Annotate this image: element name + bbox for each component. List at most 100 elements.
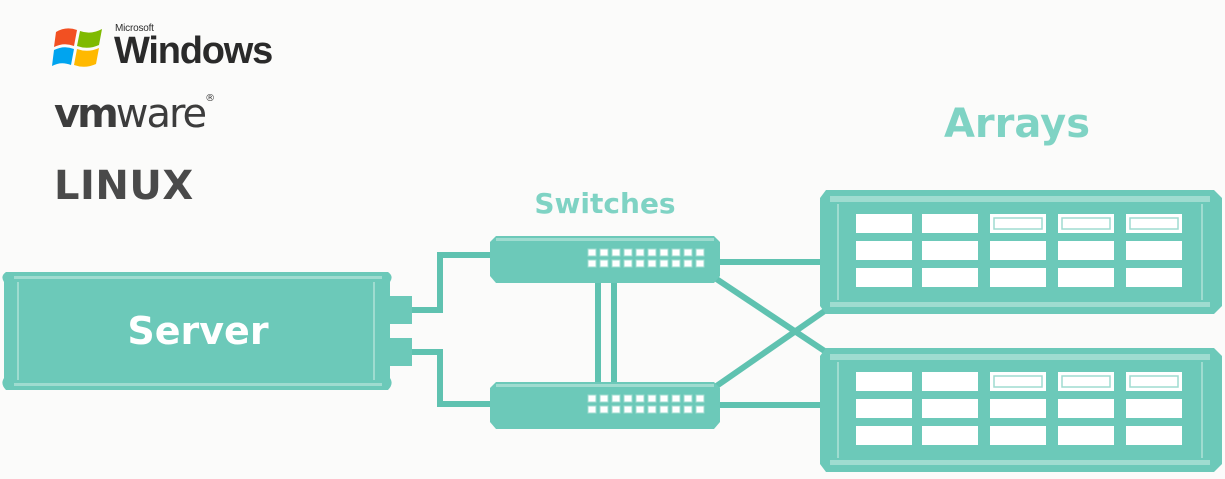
cables	[407, 252, 831, 408]
switch-bottom-ports	[587, 394, 705, 414]
switch-port	[599, 259, 609, 268]
os-logos: Microsoft Windows vmware® LINUX	[52, 18, 352, 218]
switch-port	[611, 259, 621, 268]
cable-server-bottom-switch	[407, 349, 495, 407]
drive-slot	[1126, 241, 1182, 260]
server-node: Server	[2, 272, 412, 390]
switch-port	[611, 394, 621, 403]
drive-slot	[922, 268, 978, 287]
switch-port	[635, 259, 645, 268]
drive-slot	[1058, 372, 1114, 391]
switch-port	[599, 405, 609, 414]
drive-slot	[990, 399, 1046, 418]
switch-top-ports	[587, 248, 705, 268]
switch-port	[599, 248, 609, 257]
server-top-edge	[14, 276, 382, 279]
switch-port	[587, 248, 597, 257]
drive-slot	[990, 214, 1046, 233]
drive-slot	[856, 214, 912, 233]
server-port-bottom	[388, 338, 412, 366]
drive-slot	[922, 399, 978, 418]
cable-server-top-switch	[407, 252, 495, 313]
drive-slot	[990, 241, 1046, 260]
switch-port	[659, 248, 669, 257]
drive-slot	[922, 372, 978, 391]
drive-slot	[1126, 399, 1182, 418]
array-bottom-rim	[830, 354, 1210, 360]
switch-port	[623, 405, 633, 414]
drive-slot	[1058, 214, 1114, 233]
vmware-registered-mark: ®	[205, 93, 216, 104]
switch-port	[683, 259, 693, 268]
drive-slot	[1058, 426, 1114, 445]
array-top	[820, 190, 1222, 314]
drive-slot	[990, 372, 1046, 391]
switch-port	[671, 405, 681, 414]
drive-slot	[990, 426, 1046, 445]
drive-slot	[1126, 214, 1182, 233]
array-top-drive-slots	[856, 214, 1182, 287]
drive-slot	[856, 241, 912, 260]
switch-port	[683, 248, 693, 257]
switch-port	[587, 405, 597, 414]
linux-wordmark: LINUX	[54, 163, 194, 209]
drive-slot	[1058, 241, 1114, 260]
drive-slot	[990, 268, 1046, 287]
drive-slot-indicator	[993, 375, 1043, 388]
switch-port	[695, 394, 705, 403]
switch-port	[623, 259, 633, 268]
switch-port	[671, 259, 681, 268]
switches-label: Switches	[534, 187, 675, 220]
switch-bottom	[490, 382, 720, 429]
switch-top	[490, 236, 720, 283]
drive-slot	[856, 372, 912, 391]
switch-port	[683, 394, 693, 403]
server-port-top	[388, 296, 412, 324]
switch-port	[587, 394, 597, 403]
switch-port	[635, 394, 645, 403]
array-bottom-rim-bottom	[830, 460, 1210, 465]
server-body	[2, 272, 392, 390]
drive-slot	[922, 214, 978, 233]
switch-top-highlight	[496, 238, 714, 241]
drive-slot	[922, 241, 978, 260]
drive-slot-indicator	[993, 217, 1043, 230]
drive-slot	[1058, 399, 1114, 418]
switch-port	[659, 394, 669, 403]
drive-slot	[1126, 372, 1182, 391]
vmware-logo: vmware®	[54, 91, 216, 137]
server-bottom-edge	[14, 383, 382, 386]
windows-flag-icon	[52, 28, 102, 67]
switch-port	[671, 394, 681, 403]
drive-slot-indicator	[1061, 375, 1111, 388]
array-top-rim	[830, 196, 1210, 202]
array-top-rim-bottom	[830, 302, 1210, 307]
switch-port	[683, 405, 693, 414]
drive-slot	[856, 426, 912, 445]
switch-port	[647, 394, 657, 403]
drive-slot	[1058, 268, 1114, 287]
switch-port	[695, 259, 705, 268]
drive-slot	[1126, 268, 1182, 287]
vmware-logo-vm: vm	[54, 91, 119, 137]
switch-port	[647, 259, 657, 268]
switch-port	[623, 248, 633, 257]
switch-port	[695, 248, 705, 257]
drive-slot	[856, 399, 912, 418]
switch-port	[635, 405, 645, 414]
switch-port	[599, 394, 609, 403]
switch-port	[647, 405, 657, 414]
microsoft-wordmark: Microsoft	[115, 23, 154, 34]
switch-port	[695, 405, 705, 414]
switch-port	[611, 405, 621, 414]
switch-port	[635, 248, 645, 257]
cable-bottom-switch-top-array	[713, 305, 831, 390]
drive-slot	[922, 426, 978, 445]
switch-port	[659, 259, 669, 268]
drive-slot-indicator	[1129, 217, 1179, 230]
vmware-logo-ware: ware	[115, 91, 207, 137]
drive-slot-indicator	[1061, 217, 1111, 230]
switch-bottom-highlight	[496, 384, 714, 387]
drive-slot	[856, 268, 912, 287]
